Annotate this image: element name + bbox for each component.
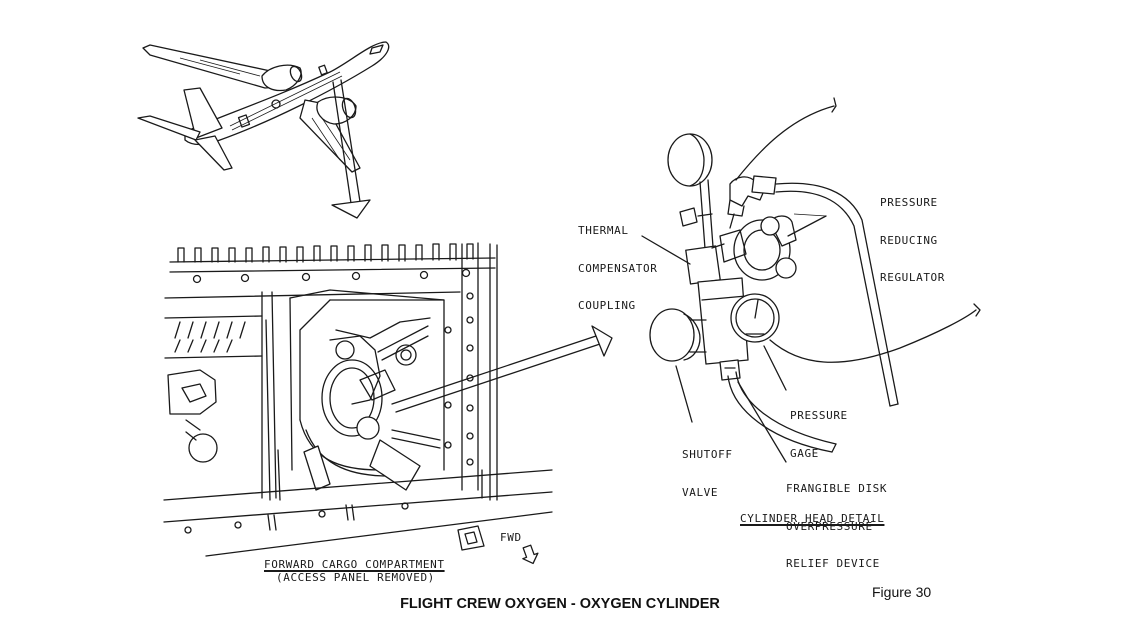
label-shutoff-valve: SHUTOFF VALVE <box>682 448 733 499</box>
detail-arrow <box>391 325 613 413</box>
label-fwd: FWD <box>500 531 522 544</box>
label-pressure-reducing-regulator: PRESSURE REDUCING REGULATOR <box>880 196 946 284</box>
label-forward-cargo-compartment: FORWARD CARGO COMPARTMENT <box>264 558 445 571</box>
figure-number: Figure 30 <box>872 584 932 600</box>
fwd-arrow-icon <box>522 544 539 565</box>
airplane-illustration <box>137 41 390 173</box>
label-frangible-disk: FRANGIBLE DISK OVERPRESSURE RELIEF DEVIC… <box>786 482 888 570</box>
location-arrow-down <box>331 79 371 219</box>
label-access-panel-removed: (ACCESS PANEL REMOVED) <box>276 571 435 584</box>
label-pressure-gage: PRESSURE GAGE <box>790 409 848 460</box>
figure-caption: FLIGHT CREW OXYGEN - OXYGEN CYLINDER <box>400 596 720 612</box>
cargo-compartment-illustration <box>163 242 553 557</box>
leader-lines <box>641 213 827 463</box>
label-thermal-compensator-coupling: THERMAL COMPENSATOR COUPLING <box>578 224 658 312</box>
label-cylinder-head-detail: CYLINDER HEAD DETAIL <box>740 512 885 525</box>
